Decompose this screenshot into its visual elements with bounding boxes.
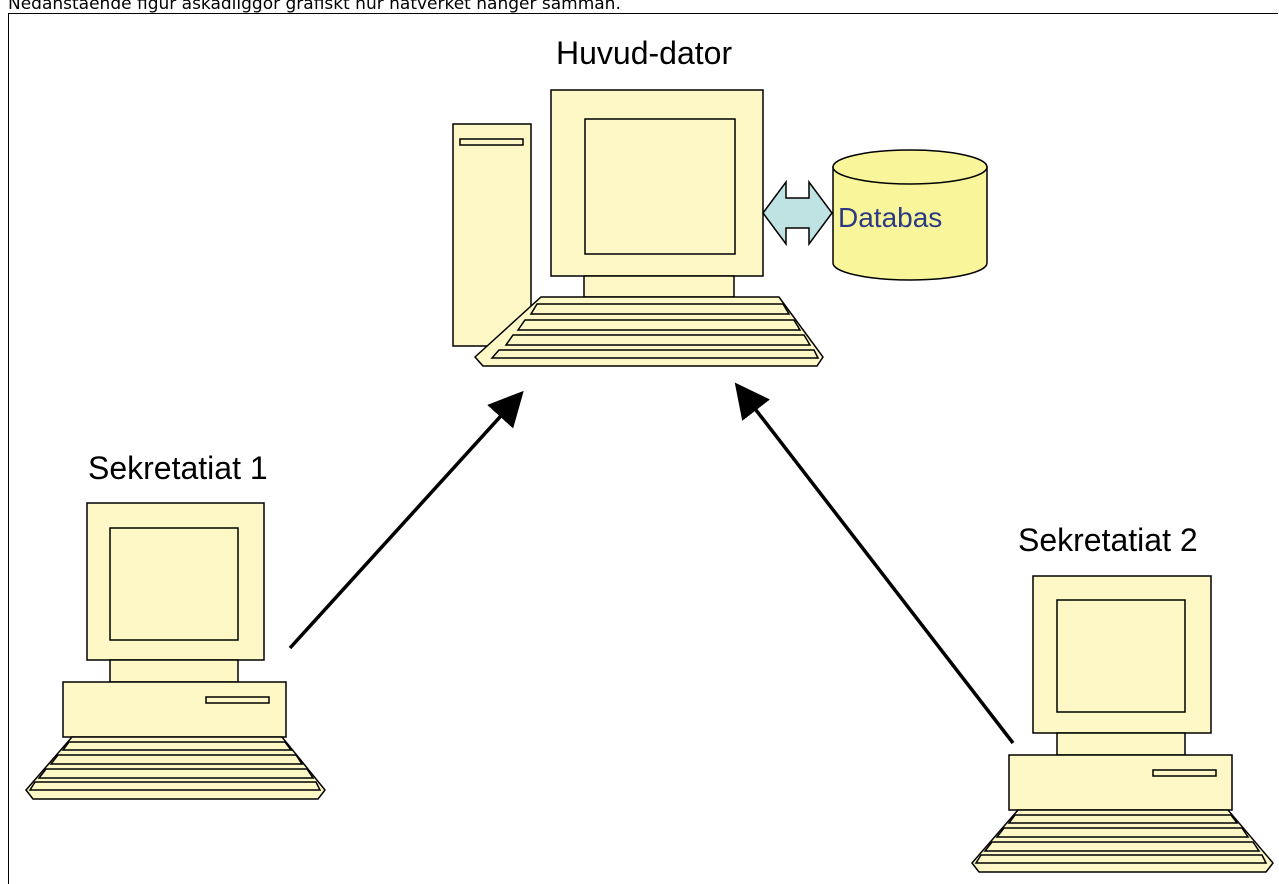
arrow-sec1-to-main [288, 390, 524, 650]
figure-frame [8, 13, 1278, 884]
double-arrow-icon [762, 179, 833, 247]
database-cylinder-icon [832, 149, 988, 281]
figure-caption: Nedanstående figur åskådliggör grafiskt … [8, 0, 621, 14]
tower-case [452, 123, 532, 347]
secretariat2-computer-icon [971, 575, 1274, 873]
sec1-base [62, 681, 287, 738]
database-label: Databas [838, 202, 943, 233]
secretariat2-label: Sekretatiat 2 [1018, 522, 1198, 558]
main-computer-label: Huvud-dator [556, 35, 733, 71]
secretariat1-computer-icon [25, 502, 326, 800]
main-computer-icon [452, 89, 824, 367]
sec2-base [1008, 754, 1233, 811]
arrow-sec2-to-main [734, 382, 1015, 745]
secretariat1-label: Sekretatiat 1 [88, 450, 268, 486]
